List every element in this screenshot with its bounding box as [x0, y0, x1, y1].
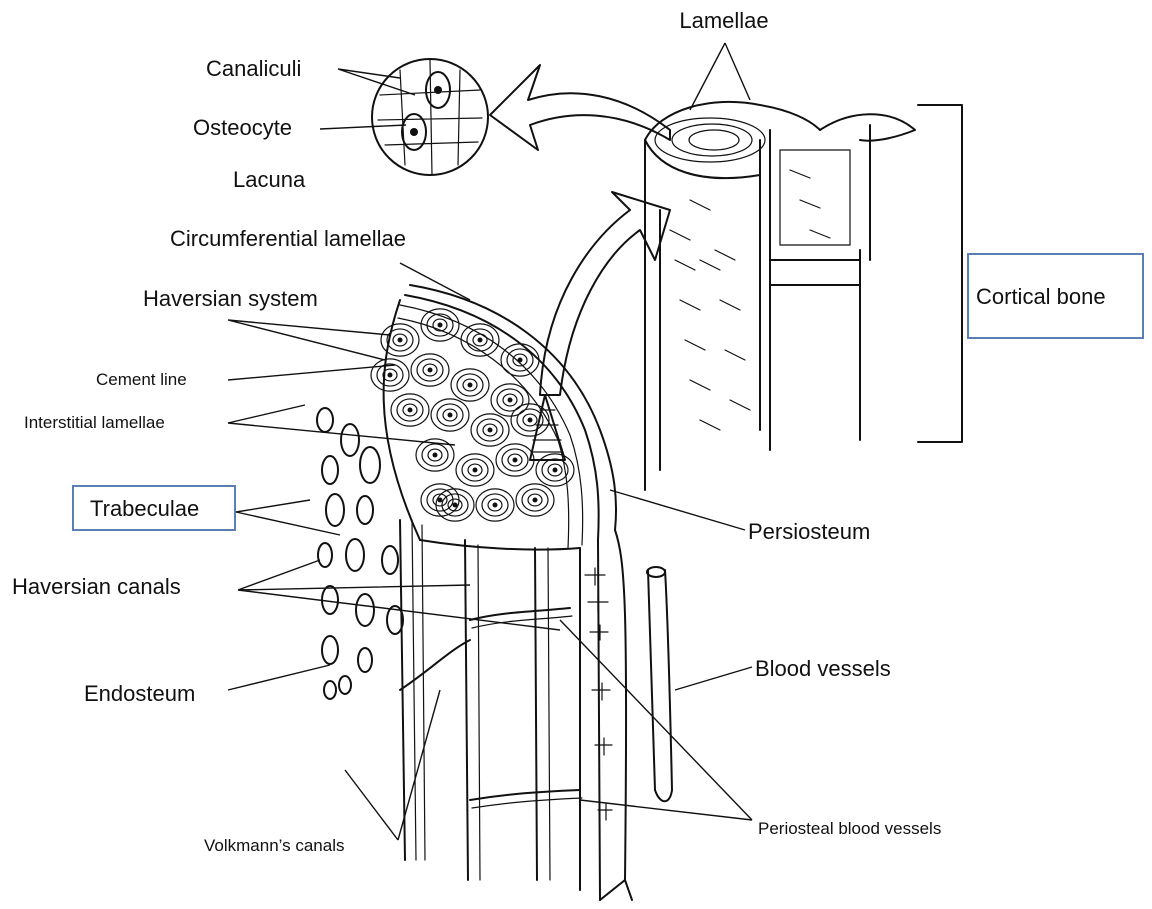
- label-volkmanns-canals: Volkmann’s canals: [204, 836, 345, 855]
- osteon: [421, 484, 459, 516]
- trabecula: [356, 594, 374, 626]
- label-cement-line: Cement line: [96, 370, 187, 389]
- arrows: [490, 65, 670, 395]
- trabecula: [326, 494, 344, 526]
- label-blood-vessels: Blood vessels: [755, 656, 891, 681]
- trabecula: [322, 636, 338, 664]
- trabecula: [382, 546, 398, 574]
- osteon: [536, 454, 574, 486]
- label-endosteum: Endosteum: [84, 681, 195, 706]
- osteon: [371, 359, 409, 391]
- trabecula: [358, 648, 372, 672]
- trabecula: [317, 408, 333, 432]
- osteon: [391, 394, 429, 426]
- cortical-bone-bracket: [918, 105, 962, 442]
- label-persiosteum: Persiosteum: [748, 519, 870, 544]
- osteon: [476, 489, 514, 521]
- label-canaliculi: Canaliculi: [206, 56, 301, 81]
- osteon: [461, 324, 499, 356]
- label-interstitial-lamellae: Interstitial lamellae: [24, 413, 165, 432]
- osteon: [451, 369, 489, 401]
- trabecula: [339, 676, 351, 694]
- trabecula: [341, 424, 359, 456]
- cortical-bone-block: [645, 102, 915, 490]
- osteon: [496, 444, 534, 476]
- osteon: [501, 344, 539, 376]
- osteon: [431, 399, 469, 431]
- trabecula: [346, 539, 364, 571]
- trabecula: [322, 586, 338, 614]
- osteon: [491, 384, 529, 416]
- label-lacuna: Lacuna: [233, 167, 306, 192]
- osteon: [511, 404, 549, 436]
- trabecula: [357, 496, 373, 524]
- osteon: [411, 354, 449, 386]
- label-lamellae: Lamellae: [679, 8, 768, 33]
- haversian-systems: [371, 309, 574, 521]
- label-haversian-canals: Haversian canals: [12, 574, 181, 599]
- trabecula: [324, 681, 336, 699]
- label-osteocyte: Osteocyte: [193, 115, 292, 140]
- osteon: [456, 454, 494, 486]
- osteon: [421, 309, 459, 341]
- trabecula: [322, 456, 338, 484]
- osteon: [471, 414, 509, 446]
- label-periosteal-blood-vessels: Periosteal blood vessels: [758, 819, 941, 838]
- label-cortical-bone: Cortical bone: [976, 284, 1106, 309]
- blood-vessel-tube: [647, 567, 672, 801]
- label-trabeculae: Trabeculae: [90, 496, 199, 521]
- trabecula: [360, 447, 380, 483]
- label-haversian-system: Haversian system: [143, 286, 318, 311]
- osteon: [381, 324, 419, 356]
- trabecula: [318, 543, 332, 567]
- osteon: [516, 484, 554, 516]
- label-circumferential-lamellae: Circumferential lamellae: [170, 226, 406, 251]
